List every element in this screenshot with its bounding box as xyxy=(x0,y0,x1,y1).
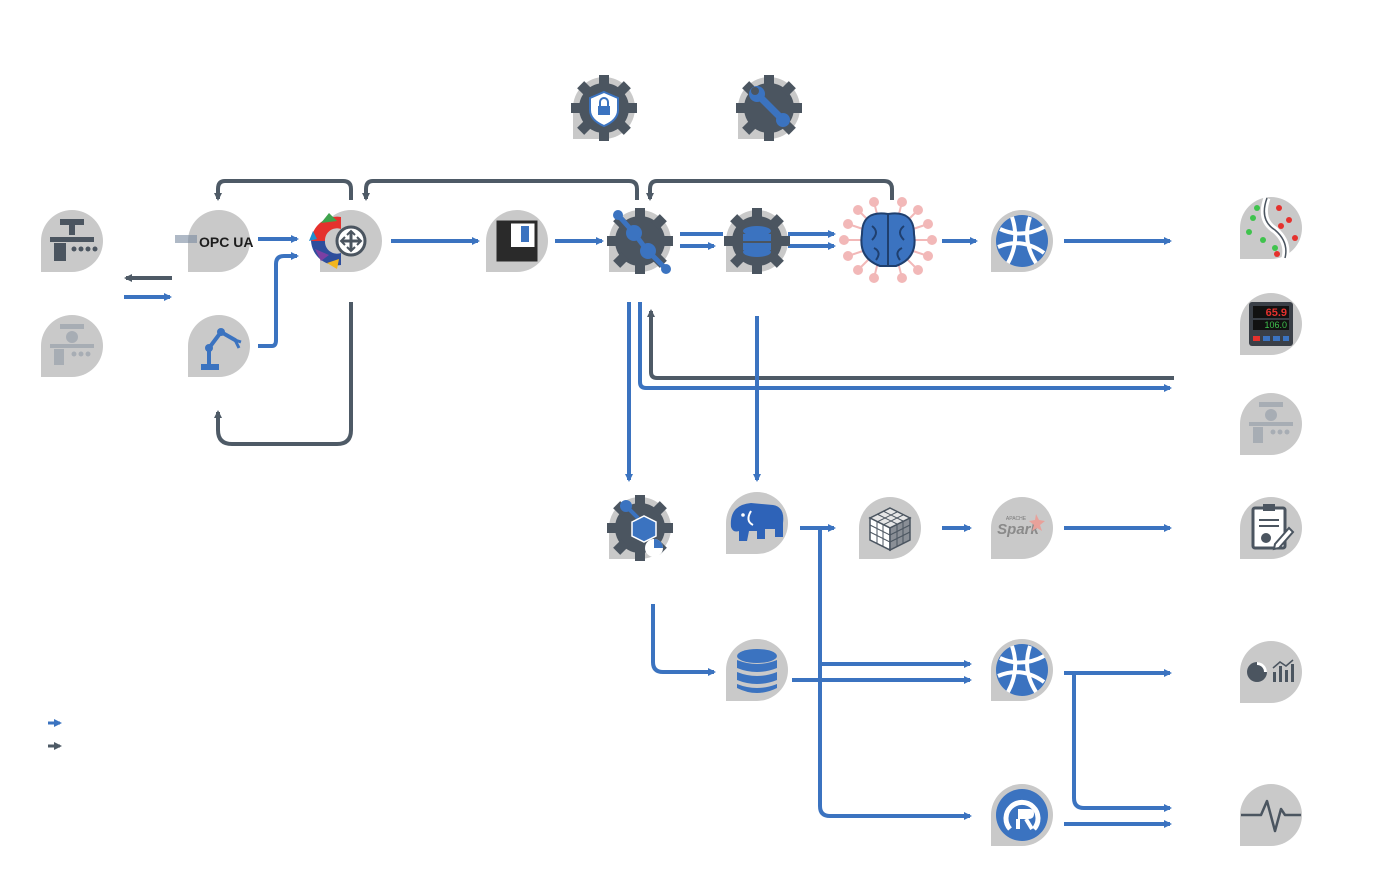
edge-hadoop-r xyxy=(818,664,972,820)
hub-gateway-icon xyxy=(309,210,382,272)
edge-service-monitor xyxy=(1072,673,1172,812)
frame-icon xyxy=(486,210,548,272)
opcua-label: OPC UA xyxy=(199,234,253,250)
apache-spark-logo: APACHE Spark xyxy=(991,497,1053,559)
database-gear-icon xyxy=(724,208,790,274)
rubik-cube-icon xyxy=(859,497,921,559)
edge-right-stream xyxy=(647,309,1174,380)
network-service-icon xyxy=(991,639,1053,701)
controller-bottom-readout: 106.0 xyxy=(1264,320,1287,330)
edge-robot-gateway xyxy=(258,252,299,348)
connectors xyxy=(124,179,1174,828)
cube-chart-gear-icon xyxy=(607,495,673,561)
legend xyxy=(48,719,62,750)
r-refresh-icon xyxy=(991,784,1053,846)
factory-machine-icon xyxy=(41,210,103,272)
security-gear-icon xyxy=(571,75,637,141)
hadoop-elephant-icon xyxy=(726,492,788,554)
controller-top-readout: 65.9 xyxy=(1266,307,1287,319)
spark-apache-label: APACHE xyxy=(1006,516,1027,522)
factory-machine-faded-icon xyxy=(41,315,103,377)
stream-gear-icon xyxy=(607,208,673,274)
clipboard-report-icon xyxy=(1240,497,1302,559)
database-icon xyxy=(726,639,788,701)
temperature-controller-icon: 65.9 106.0 xyxy=(1240,293,1302,355)
edge-stream-right xyxy=(638,302,1172,392)
maintenance-gear-icon xyxy=(736,75,802,141)
pie-bar-chart-icon xyxy=(1240,641,1302,703)
network-service-icon xyxy=(991,210,1053,272)
edge-gateway-robot-feedback xyxy=(214,302,353,446)
scatter-classification-icon xyxy=(1240,196,1302,259)
opc-ua-logo: OPC UA xyxy=(175,210,253,272)
heartbeat-icon xyxy=(1240,784,1302,846)
ai-brain-icon xyxy=(839,197,937,283)
edge-etl-database xyxy=(651,604,716,676)
spark-label: Spark xyxy=(997,521,1039,538)
robot-arm-icon xyxy=(188,315,250,377)
edge-feedback-opcua xyxy=(214,179,353,201)
edge-feedback-gateway xyxy=(362,179,639,201)
factory-machine-faded-icon xyxy=(1240,393,1302,455)
edge-feedback-stream xyxy=(646,179,894,201)
